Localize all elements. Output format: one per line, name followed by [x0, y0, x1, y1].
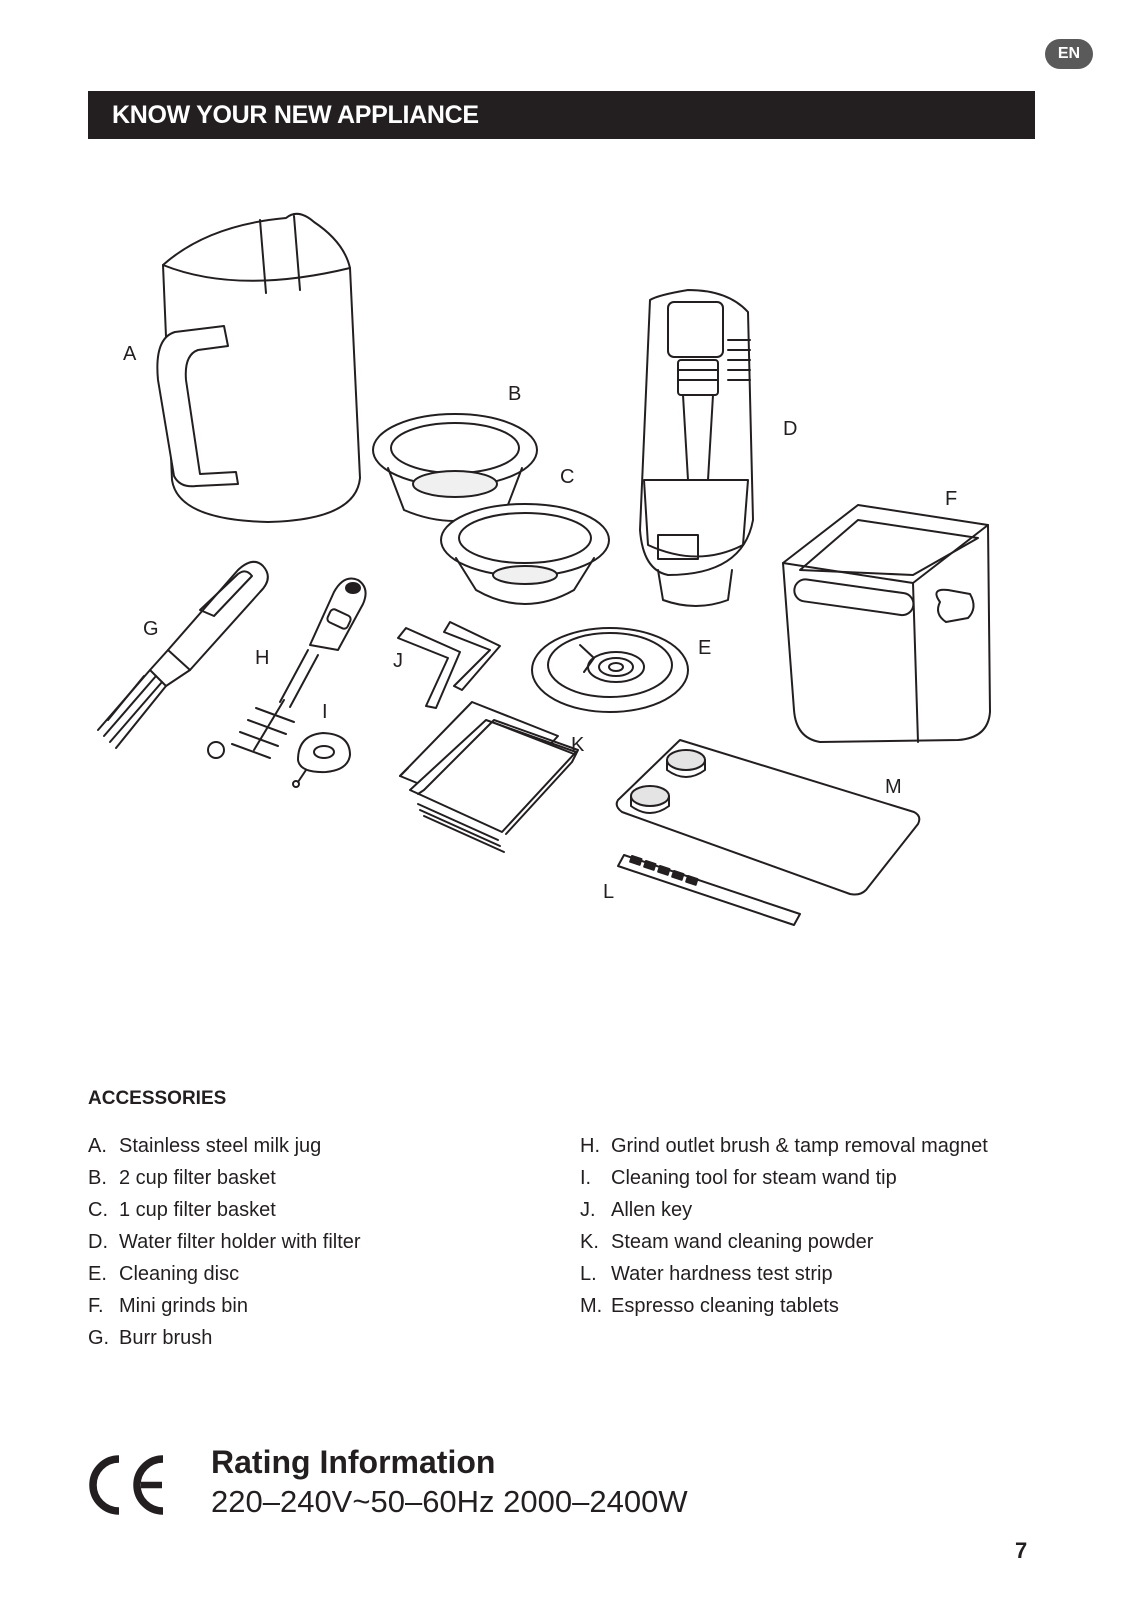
- mini-grinds-bin-drawing: [782, 504, 991, 743]
- callout-b: B: [508, 383, 521, 405]
- section-title: KNOW YOUR NEW APPLIANCE: [112, 101, 479, 129]
- accessory-item: E.Cleaning disc: [88, 1263, 240, 1285]
- allen-key-drawing: [397, 621, 501, 709]
- callout-a: A: [123, 343, 137, 365]
- callout-c: C: [560, 466, 574, 488]
- accessories-list-left: A.Stainless steel milk jug B.2 cup filte…: [88, 1130, 361, 1354]
- water-filter-holder-drawing: [639, 289, 754, 607]
- callout-d: D: [783, 418, 797, 440]
- one-cup-filter-basket-drawing: [440, 503, 610, 605]
- language-badge: EN: [1045, 39, 1093, 69]
- callout-e: E: [698, 637, 711, 659]
- accessory-item: B.2 cup filter basket: [88, 1167, 276, 1189]
- accessory-item: D.Water filter holder with filter: [88, 1231, 361, 1253]
- accessory-item: G.Burr brush: [88, 1327, 213, 1349]
- accessory-item: A.Stainless steel milk jug: [88, 1135, 322, 1157]
- callout-l: L: [603, 881, 614, 903]
- accessory-item: I.Cleaning tool for steam wand tip: [580, 1167, 897, 1189]
- accessory-item: F.Mini grinds bin: [88, 1295, 248, 1317]
- accessory-item: H.Grind outlet brush & tamp removal magn…: [580, 1135, 988, 1157]
- callout-h: H: [255, 647, 269, 669]
- milk-jug-drawing: [156, 212, 361, 523]
- accessories-illustration: A B C: [88, 190, 1028, 980]
- ce-mark-icon: [86, 1455, 170, 1515]
- water-hardness-test-strip-drawing: [617, 854, 801, 926]
- accessory-item: C.1 cup filter basket: [88, 1199, 276, 1221]
- callout-m: M: [885, 776, 902, 798]
- accessories-list-right: H.Grind outlet brush & tamp removal magn…: [580, 1130, 988, 1322]
- section-header: KNOW YOUR NEW APPLIANCE: [88, 91, 1035, 139]
- cleaning-powder-sachet-drawing: [399, 701, 579, 853]
- burr-brush-drawing: [97, 560, 269, 749]
- accessory-item: M.Espresso cleaning tablets: [580, 1295, 839, 1317]
- page-number: 7: [1015, 1538, 1028, 1563]
- rating-spec: 220–240V~50–60Hz 2000–2400W: [211, 1484, 688, 1519]
- accessory-item: L.Water hardness test strip: [580, 1263, 833, 1285]
- grind-outlet-brush-drawing: [207, 577, 367, 759]
- accessory-item: K.Steam wand cleaning powder: [580, 1231, 874, 1253]
- callout-j: J: [393, 650, 403, 672]
- accessory-item: J.Allen key: [580, 1199, 693, 1221]
- callout-f: F: [945, 488, 957, 510]
- espresso-cleaning-tablets-drawing: [615, 739, 921, 896]
- accessories-heading: ACCESSORIES: [88, 1088, 227, 1109]
- cleaning-disc-drawing: [531, 627, 689, 713]
- rating-title: Rating Information: [211, 1444, 496, 1480]
- callout-k: K: [571, 734, 585, 756]
- callout-i: I: [322, 701, 328, 723]
- steam-wand-cleaning-tool-drawing: [292, 732, 351, 788]
- callout-g: G: [143, 618, 159, 640]
